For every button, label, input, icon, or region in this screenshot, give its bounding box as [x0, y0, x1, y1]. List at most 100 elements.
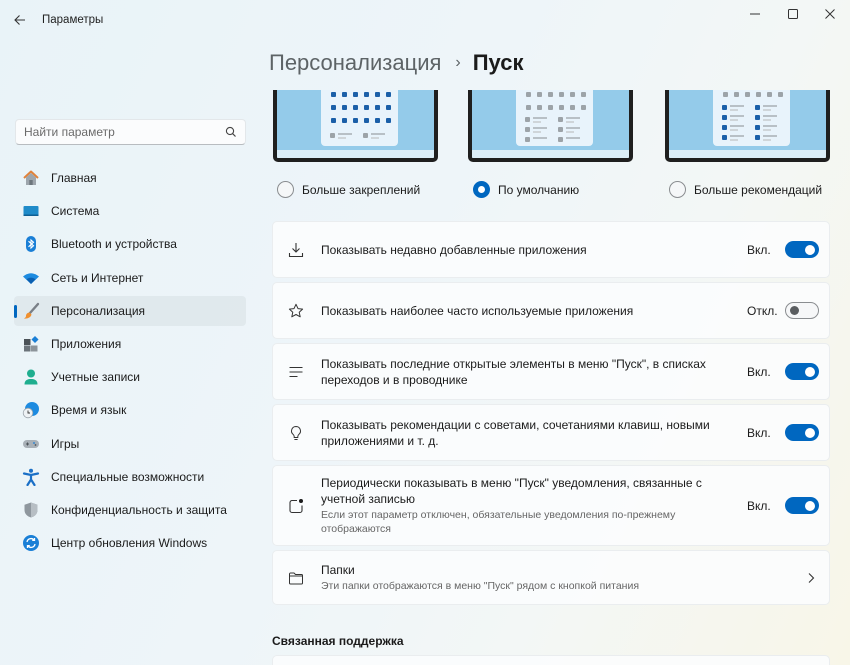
- sidebar-item-time-language[interactable]: Время и язык: [14, 395, 246, 425]
- radio-button[interactable]: [473, 181, 490, 198]
- maximize-button[interactable]: [776, 4, 810, 24]
- sidebar-item-label: Центр обновления Windows: [51, 536, 208, 551]
- list-icon: [287, 363, 305, 381]
- related-support-heading: Связанная поддержка: [272, 634, 404, 648]
- sidebar-item-bluetooth[interactable]: Bluetooth и устройства: [14, 229, 246, 259]
- radio-label: Больше закреплений: [302, 182, 421, 197]
- radio-more-pins[interactable]: Больше закреплений: [277, 181, 420, 198]
- search-icon[interactable]: [225, 126, 237, 138]
- sidebar-item-accessibility[interactable]: Специальные возможности: [14, 462, 246, 492]
- setting-title: Показывать рекомендации с советами, соче…: [321, 417, 710, 448]
- toggle-switch[interactable]: [785, 424, 819, 441]
- sidebar-item-label: Конфиденциальность и защита: [51, 502, 227, 517]
- maximize-icon: [788, 9, 798, 19]
- setting-folders[interactable]: Папки Эти папки отображаются в меню "Пус…: [272, 550, 830, 605]
- radio-default[interactable]: По умолчанию: [473, 181, 579, 198]
- breadcrumb: Персонализация › Пуск: [269, 50, 523, 76]
- toggle-state-label: Откл.: [747, 303, 778, 318]
- sidebar-item-label: Персонализация: [51, 303, 146, 318]
- start-layout-previews: [273, 90, 833, 162]
- sidebar-item-label: Игры: [51, 436, 80, 451]
- setting-recent-items: Показывать последние открытые элементы в…: [272, 343, 830, 400]
- toggle-state-label: Вкл.: [747, 425, 771, 440]
- sidebar-item-windows-update[interactable]: Центр обновления Windows: [14, 528, 246, 558]
- radio-button[interactable]: [669, 181, 686, 198]
- active-indicator: [14, 304, 17, 318]
- download-icon: [287, 241, 305, 259]
- toggle-switch[interactable]: [785, 241, 819, 258]
- shield-icon: [22, 501, 40, 519]
- star-icon: [287, 302, 305, 320]
- sidebar-item-label: Специальные возможности: [51, 469, 205, 484]
- sidebar-item-label: Bluetooth и устройства: [51, 237, 177, 252]
- back-button[interactable]: [12, 12, 28, 28]
- toggle-switch[interactable]: [785, 363, 819, 380]
- folder-icon: [287, 569, 305, 587]
- accessibility-icon: [22, 468, 40, 486]
- sidebar-item-label: Время и язык: [51, 403, 127, 418]
- home-icon: [22, 169, 40, 187]
- brush-icon: [22, 302, 40, 320]
- lightbulb-icon: [287, 424, 305, 442]
- title-bar: Параметры: [0, 0, 850, 40]
- setting-account-notifications: Периодически показывать в меню "Пуск" ув…: [272, 465, 830, 546]
- sidebar-item-label: Главная: [51, 171, 97, 185]
- setting-description: Эти папки отображаются в меню "Пуск" ряд…: [321, 580, 640, 592]
- setting-title: Показывать последние открытые элементы в…: [321, 356, 706, 387]
- chevron-right-icon: [808, 572, 815, 583]
- toggle-switch[interactable]: [785, 497, 819, 514]
- sidebar-item-network[interactable]: Сеть и Интернет: [14, 263, 246, 293]
- notification-icon: [287, 497, 305, 515]
- toggle-switch[interactable]: [785, 302, 819, 319]
- setting-most-used-apps: Показывать наиболее часто используемые п…: [272, 282, 830, 339]
- setting-title: Показывать недавно добавленные приложени…: [321, 242, 587, 257]
- radio-button[interactable]: [277, 181, 294, 198]
- apps-icon: [22, 335, 40, 353]
- system-icon: [22, 202, 40, 220]
- arrow-left-icon: [14, 15, 25, 25]
- time-language-icon: [22, 401, 40, 419]
- setting-recently-added-apps: Показывать недавно добавленные приложени…: [272, 221, 830, 278]
- start-menu-illustration: [321, 90, 398, 146]
- toggle-state-label: Вкл.: [747, 498, 771, 513]
- close-button[interactable]: [813, 4, 847, 24]
- minimize-icon: [750, 13, 760, 15]
- toggle-state-label: Вкл.: [747, 242, 771, 257]
- start-menu-illustration: [713, 90, 790, 146]
- sidebar-item-apps[interactable]: Приложения: [14, 329, 246, 359]
- update-icon: [22, 534, 40, 552]
- close-icon: [825, 9, 835, 19]
- start-menu-illustration: [516, 90, 593, 146]
- sidebar-item-label: Учетные записи: [51, 370, 140, 385]
- sidebar-item-label: Приложения: [51, 336, 122, 351]
- sidebar-item-label: Система: [51, 204, 100, 219]
- breadcrumb-separator: ›: [455, 54, 461, 71]
- search-input[interactable]: [24, 125, 225, 139]
- radio-label: Больше рекомендаций: [694, 182, 823, 197]
- radio-more-recommendations[interactable]: Больше рекомендаций: [669, 181, 822, 198]
- page-title: Пуск: [472, 50, 524, 75]
- radio-label: По умолчанию: [498, 182, 580, 197]
- sidebar-item-accounts[interactable]: Учетные записи: [14, 362, 246, 392]
- sidebar-item-label: Сеть и Интернет: [51, 270, 144, 285]
- setting-description: Если этот параметр отключен, обязательны…: [321, 509, 676, 535]
- sidebar-item-system[interactable]: Система: [14, 196, 246, 226]
- sidebar-item-privacy[interactable]: Конфиденциальность и защита: [14, 495, 246, 525]
- setting-title: Периодически показывать в меню "Пуск" ув…: [321, 476, 702, 506]
- bluetooth-icon: [22, 235, 40, 253]
- sidebar-item-personalization[interactable]: Персонализация: [14, 295, 246, 326]
- related-support-card[interactable]: [272, 655, 830, 665]
- setting-title: Показывать наиболее часто используемые п…: [321, 303, 634, 318]
- app-title: Параметры: [42, 14, 104, 26]
- preview-more-recommendations[interactable]: [665, 90, 830, 162]
- setting-title: Папки: [321, 563, 355, 577]
- minimize-button[interactable]: [738, 4, 772, 24]
- preview-default[interactable]: [468, 90, 633, 162]
- toggle-state-label: Вкл.: [747, 364, 771, 379]
- preview-more-pins[interactable]: [273, 90, 438, 162]
- sidebar-item-gaming[interactable]: Игры: [14, 429, 246, 459]
- gamepad-icon: [22, 435, 40, 453]
- search-box[interactable]: [15, 119, 246, 145]
- sidebar-item-home[interactable]: Главная: [14, 163, 246, 193]
- breadcrumb-parent[interactable]: Персонализация: [269, 50, 442, 75]
